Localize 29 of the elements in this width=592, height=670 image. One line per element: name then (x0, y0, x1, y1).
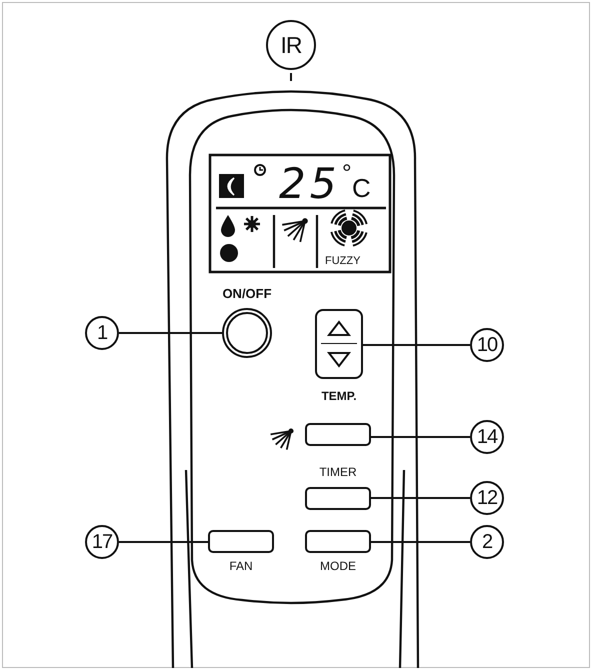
push-button (305, 423, 371, 446)
push-button (208, 530, 274, 553)
leader-line (119, 541, 208, 543)
leader-line (371, 497, 470, 499)
push-button (305, 530, 371, 553)
temperature-rocker-button (315, 309, 363, 379)
leader-line (119, 332, 222, 334)
button-label: TIMER (319, 466, 357, 478)
button-label: MODE (320, 560, 356, 572)
button-label: TEMP. (321, 390, 357, 402)
callout-number: 10 (470, 328, 504, 362)
callout-number: 2 (470, 525, 504, 559)
unit-label: C (352, 175, 371, 201)
display-reading: 25 (279, 163, 340, 205)
callout-number: 14 (470, 420, 504, 454)
degree-sign: ° (342, 162, 352, 186)
callout-number: 1 (85, 316, 119, 350)
button-label: ON/OFF (222, 287, 272, 300)
callout-number: IR (266, 20, 316, 70)
button-label: FAN (229, 560, 253, 572)
leader-line (290, 73, 292, 81)
leader-line (371, 541, 470, 543)
callout-number: 17 (85, 525, 119, 559)
mode-label: FUZZY (325, 256, 360, 267)
leader-line (371, 436, 470, 438)
round-button (222, 308, 272, 358)
callout-number: 12 (470, 481, 504, 515)
leader-line (363, 344, 470, 346)
push-button (305, 487, 371, 510)
